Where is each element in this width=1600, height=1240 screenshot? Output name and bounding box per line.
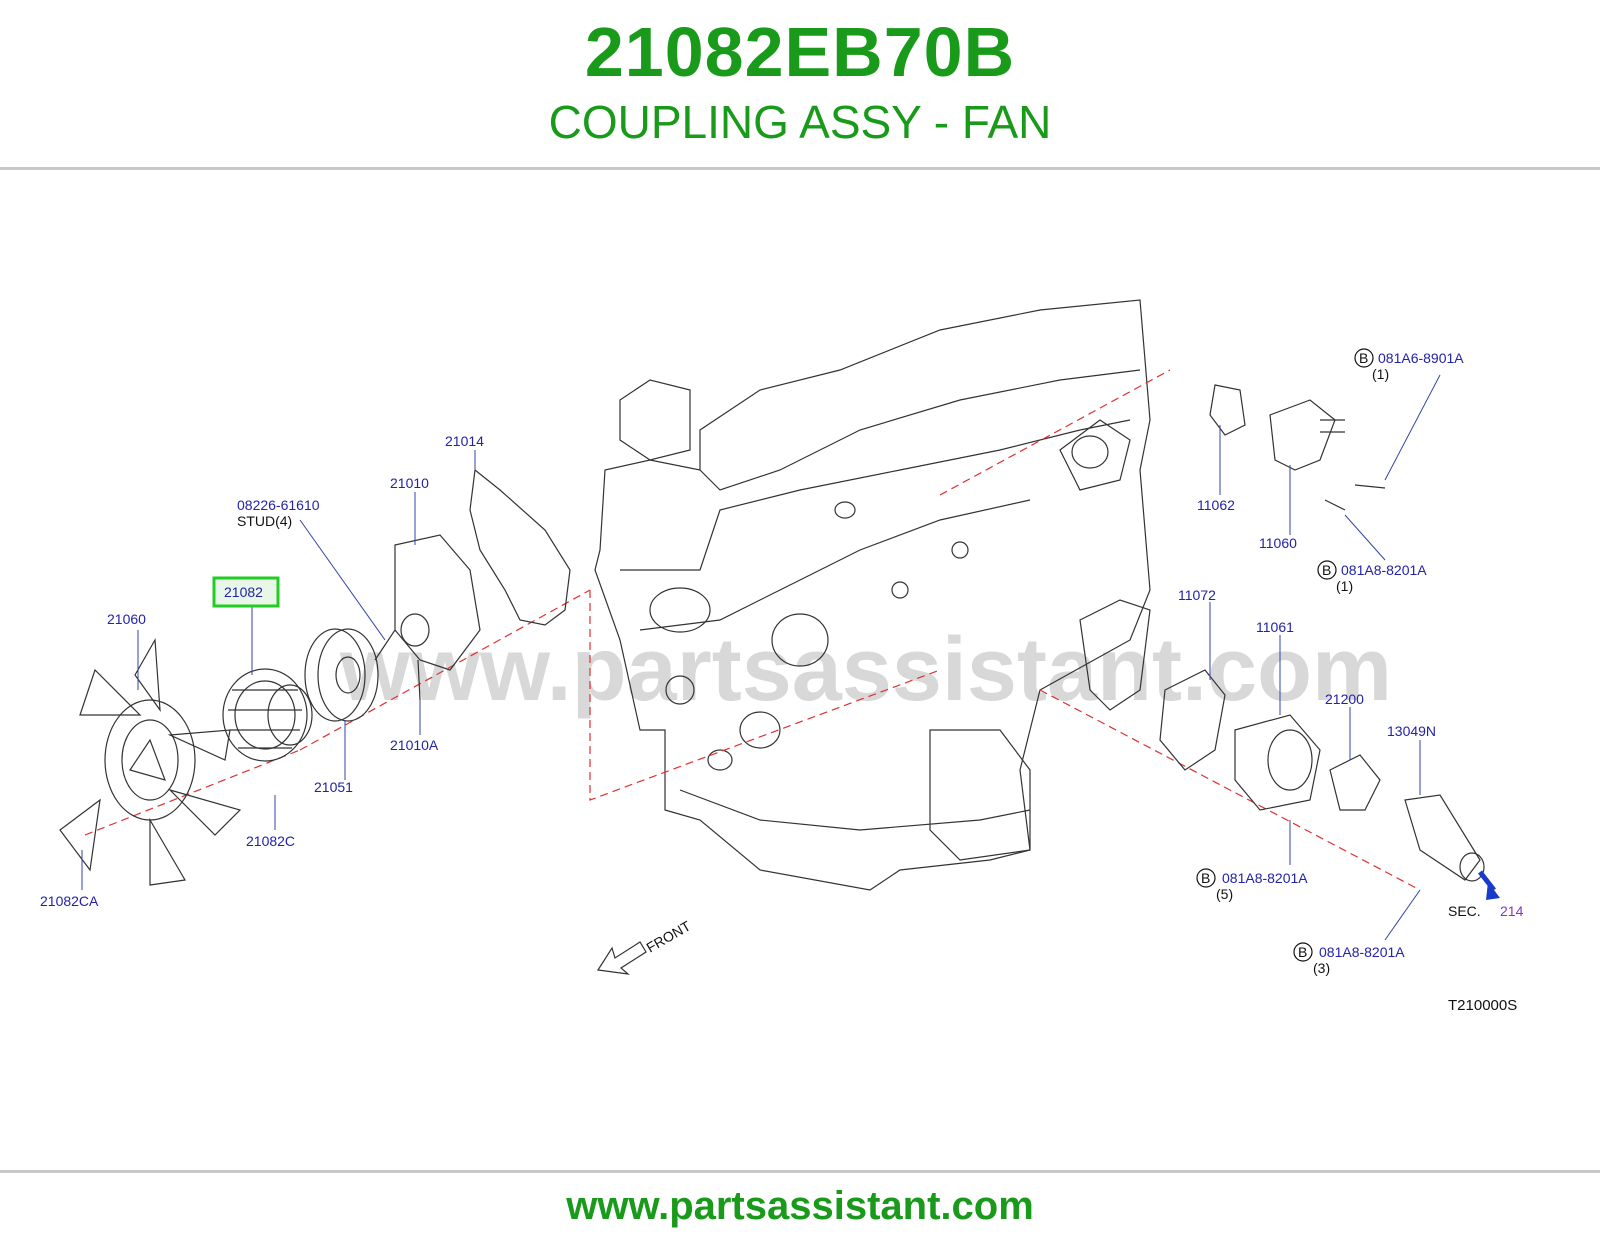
watermark-text: www.partsassistant.com: [339, 620, 1392, 720]
front-label: FRONT: [644, 917, 694, 955]
sec-ref-link[interactable]: 214: [1500, 903, 1524, 919]
bolt-marker: B: [1298, 944, 1307, 960]
sec-ref-arrow-shaft: [1478, 870, 1496, 892]
fan-drawing: [59, 637, 242, 886]
water-pump-drawing: [374, 534, 481, 701]
part-name-subtitle: COUPLING ASSY - FAN: [548, 96, 1052, 148]
bolt-marker: B: [1322, 562, 1331, 578]
fan-alignment-line: [84, 749, 301, 836]
engine-block-drawing: [594, 299, 1151, 891]
block-alignment-line: [589, 590, 941, 801]
bolt-marker-circle: [1293, 942, 1313, 962]
callout-21010[interactable]: 21010: [390, 475, 429, 491]
thermostat-alignment-line: [1039, 689, 1421, 891]
callout-21060[interactable]: 21060: [107, 611, 146, 627]
callout-qty-5: (5): [1216, 886, 1233, 902]
callout-21014[interactable]: 21014: [445, 433, 484, 449]
callout-21200[interactable]: 21200: [1325, 691, 1364, 707]
callout-21082[interactable]: 21082: [224, 584, 263, 600]
footer-website[interactable]: www.partsassistant.com: [566, 1184, 1034, 1228]
bolt-marker-circle: [1317, 560, 1337, 580]
callout-08226-61610[interactable]: 08226-61610: [237, 497, 320, 513]
header-divider: [0, 167, 1600, 170]
front-direction-arrow-icon: [596, 941, 647, 975]
upper-outlet-alignment-line: [939, 369, 1171, 496]
bolt-marker-circle: [1196, 868, 1216, 888]
callout-081A8-8201A-upper[interactable]: 081A8-8201A: [1341, 562, 1427, 578]
bolt-marker: B: [1201, 870, 1210, 886]
callout-qty-3: (3): [1313, 960, 1330, 976]
highlighted-part-box: [212, 576, 280, 608]
callout-081A8-8201A-lower[interactable]: 081A8-8201A: [1319, 944, 1405, 960]
leader-081A8-c: [1384, 889, 1421, 941]
callout-11062[interactable]: 11062: [1197, 497, 1235, 513]
leader-081A6: [1384, 374, 1441, 481]
water-outlet-lower-drawing: [1159, 669, 1485, 882]
leader-081A8-a: [1344, 514, 1386, 561]
figure-code: T210000S: [1448, 997, 1517, 1014]
callout-21082CA[interactable]: 21082CA: [40, 893, 99, 909]
callout-qty-1b: (1): [1336, 578, 1353, 594]
bolt-marker-circle: [1354, 348, 1374, 368]
callout-21051[interactable]: 21051: [314, 779, 353, 795]
sec-label: SEC.: [1448, 903, 1481, 919]
callout-11072[interactable]: 11072: [1178, 587, 1216, 603]
part-number-title: 21082EB70B: [584, 13, 1016, 91]
callout-21082C[interactable]: 21082C: [246, 833, 295, 849]
callout-21010A[interactable]: 21010A: [390, 737, 439, 753]
callout-qty-1a: (1): [1372, 366, 1389, 382]
callout-11061[interactable]: 11061: [1256, 619, 1294, 635]
pulley-drawing: [304, 628, 379, 722]
gasket-21014-drawing: [469, 468, 571, 626]
leader-08226: [299, 519, 386, 641]
water-outlet-upper-drawing: [1209, 384, 1386, 511]
callout-081A8-8201A-middle[interactable]: 081A8-8201A: [1222, 870, 1308, 886]
callout-stud-qty: STUD(4): [237, 513, 292, 529]
bolt-marker: B: [1359, 350, 1368, 366]
footer-divider: [0, 1170, 1600, 1173]
page-header: 21082EB70B COUPLING ASSY - FAN: [0, 0, 1600, 168]
parts-diagram: www.partsassistant.com: [40, 299, 1524, 1014]
pump-alignment-line: [299, 589, 591, 751]
callout-11060[interactable]: 11060: [1259, 535, 1297, 551]
callout-13049N[interactable]: 13049N: [1387, 723, 1436, 739]
callout-081A6-8901A[interactable]: 081A6-8901A: [1378, 350, 1464, 366]
fan-coupling-drawing: [222, 668, 313, 762]
